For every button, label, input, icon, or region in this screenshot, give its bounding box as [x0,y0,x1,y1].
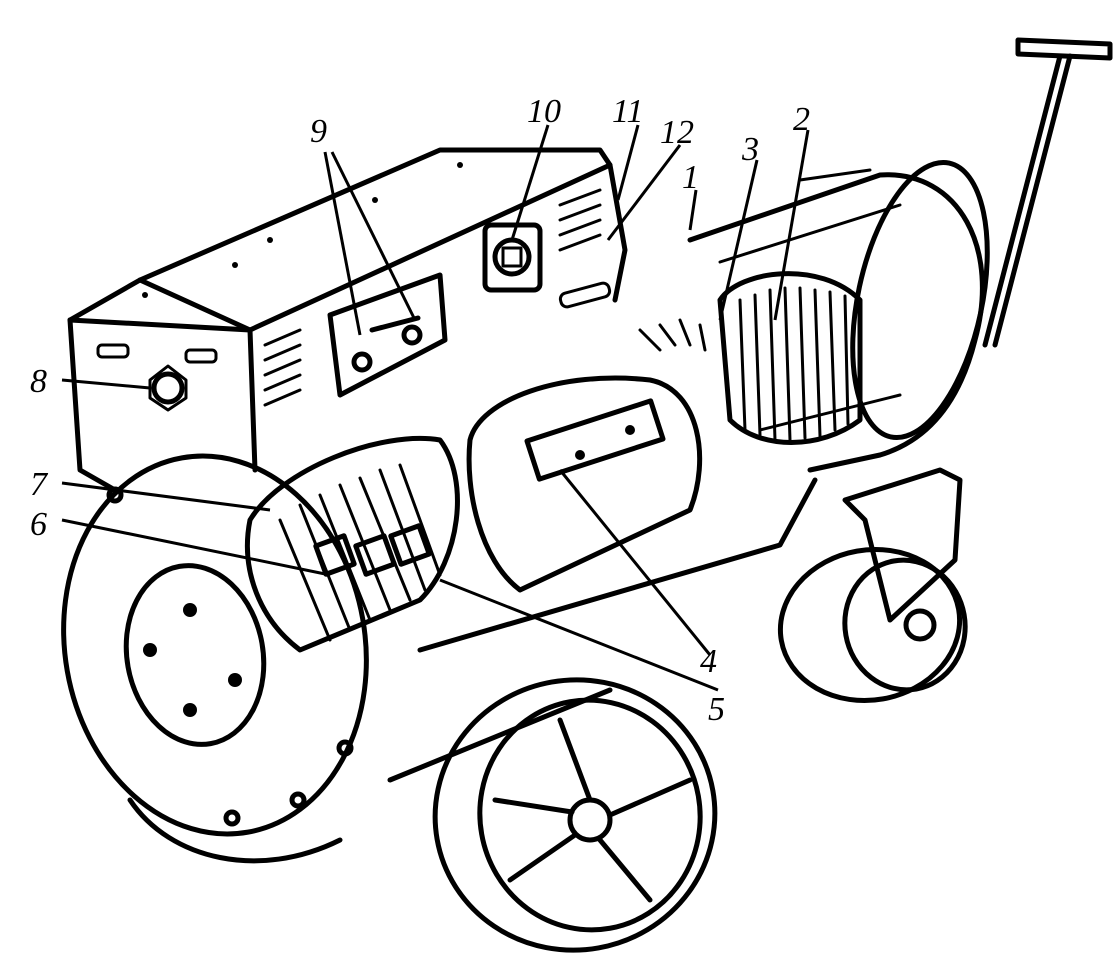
end-shield [61,453,369,837]
callout-2: 2 [793,101,810,138]
tow-handle [982,37,1113,348]
armature [466,318,707,593]
callout-1: 1 [682,159,699,196]
leader-lines [61,124,810,692]
callout-3: 3 [741,131,759,168]
callout-11: 11 [612,93,643,130]
callout-7: 7 [30,466,49,503]
rear-wheel [777,467,968,703]
left-wheel [127,797,343,864]
stator-fins [717,271,863,445]
callout-8: 8 [30,363,47,400]
control-box [67,147,628,493]
callout-labels: 1 2 3 4 5 6 7 8 9 10 11 12 [30,93,810,728]
generator-housing [387,159,990,783]
callout-4: 4 [700,643,717,680]
commutator [244,436,460,653]
callout-12: 12 [660,114,694,151]
callout-6: 6 [30,506,47,543]
callout-10: 10 [527,93,561,130]
front-wheel [432,677,718,953]
callout-9: 9 [310,113,327,150]
callout-5: 5 [708,691,725,728]
